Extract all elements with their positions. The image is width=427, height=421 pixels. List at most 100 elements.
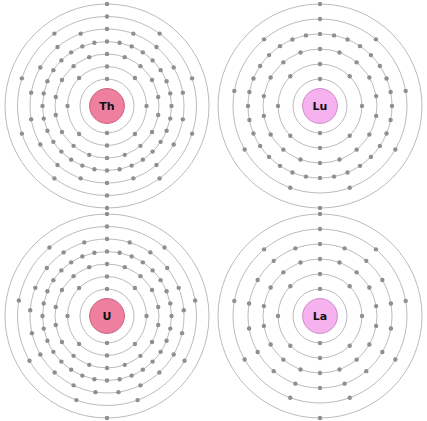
electron-dot	[318, 146, 322, 150]
electron-dot	[164, 79, 168, 83]
electron-dot	[131, 31, 135, 35]
electron-dot	[318, 2, 322, 6]
atom-shells	[218, 212, 422, 420]
electron-dot	[268, 285, 272, 289]
electron-dot	[267, 155, 271, 159]
electron-dot	[47, 245, 51, 249]
shell-ring	[293, 79, 347, 133]
electron-dot	[105, 27, 109, 31]
electron-dot	[276, 104, 280, 108]
electron-dot	[354, 357, 358, 361]
electron-dot	[258, 144, 262, 148]
atom-shells	[5, 2, 209, 210]
electron-dot	[148, 250, 152, 254]
electron-dot	[232, 299, 236, 303]
electron-dot	[52, 176, 56, 180]
electron-dot	[150, 149, 154, 153]
electron-dot	[318, 386, 322, 390]
electron-dot	[380, 350, 384, 354]
electron-dot	[133, 286, 137, 290]
electron-dot	[290, 170, 294, 174]
electron-dot	[288, 343, 292, 347]
shell-ring	[263, 259, 377, 373]
electron-dot	[71, 144, 75, 148]
electron-dot	[267, 53, 271, 57]
electron-dot	[71, 274, 75, 278]
electron-dot	[42, 116, 46, 120]
electron-dot	[255, 278, 259, 282]
element-symbol: U	[103, 311, 112, 322]
electron-dot	[105, 353, 109, 357]
electron-dot	[242, 357, 246, 361]
electron-dot	[337, 157, 341, 161]
electron-dot	[80, 163, 84, 167]
electron-dot	[141, 367, 145, 371]
electron-dot	[262, 324, 266, 328]
electron-dot	[388, 90, 392, 94]
shell-ring	[218, 214, 422, 418]
electron-dot	[87, 265, 91, 269]
electron-dot	[59, 359, 63, 363]
atom-shells	[5, 212, 209, 420]
electron-dot	[345, 37, 349, 41]
electron-dot	[388, 118, 392, 122]
electron-dot	[135, 398, 139, 402]
electron-dot	[290, 37, 294, 41]
electron-dot	[141, 157, 145, 161]
electron-dot	[251, 131, 255, 135]
electron-dot	[162, 245, 166, 249]
electron-dot	[45, 338, 49, 342]
shell-ring	[233, 229, 407, 403]
electron-dot	[358, 164, 362, 168]
electron-dot	[129, 163, 133, 167]
electron-dot	[318, 341, 322, 345]
electron-dot	[171, 142, 175, 146]
electron-dot	[138, 144, 142, 148]
electron-dot	[358, 44, 362, 48]
electron-dot	[69, 50, 73, 54]
electron-dot	[318, 212, 322, 216]
electron-dot	[332, 174, 336, 178]
electron-dot	[278, 44, 282, 48]
electron-dot	[150, 288, 154, 292]
electron-dot	[318, 47, 322, 51]
electron-dot	[298, 157, 302, 161]
electron-dot	[42, 301, 46, 305]
shell-ring	[218, 4, 422, 208]
electron-dot	[28, 308, 32, 312]
electron-dot	[262, 247, 266, 251]
shell-ring	[43, 42, 172, 171]
electron-dot	[40, 104, 44, 108]
electron-dot	[65, 314, 69, 318]
electron-dot	[374, 247, 378, 251]
electron-dot	[247, 301, 251, 305]
electron-dot	[129, 373, 133, 377]
shell-ring	[278, 274, 362, 358]
electron-dot	[169, 104, 173, 108]
electron-dot	[87, 363, 91, 367]
electron-dot	[164, 338, 168, 342]
electron-dot	[131, 176, 135, 180]
electron-dot	[105, 64, 109, 68]
electron-dot	[59, 58, 63, 62]
electron-dot	[393, 357, 397, 361]
electron-dot	[150, 268, 154, 272]
electron-dot	[318, 356, 322, 360]
shell-ring	[30, 29, 184, 183]
electron-dot	[144, 104, 148, 108]
electron-dot	[164, 128, 168, 132]
electron-dot	[182, 308, 186, 312]
electron-dot	[105, 193, 109, 197]
electron-dot	[384, 131, 388, 135]
electron-dot	[150, 78, 154, 82]
shell-ring	[18, 227, 197, 406]
electron-dot	[345, 170, 349, 174]
electron-dot	[27, 359, 31, 363]
electron-dot	[278, 164, 282, 168]
electron-dot	[293, 246, 297, 250]
electron-dot	[367, 132, 371, 136]
electron-dot	[156, 323, 160, 327]
shell-ring	[43, 252, 172, 381]
electron-dot	[193, 298, 197, 302]
electron-dot	[123, 153, 127, 157]
